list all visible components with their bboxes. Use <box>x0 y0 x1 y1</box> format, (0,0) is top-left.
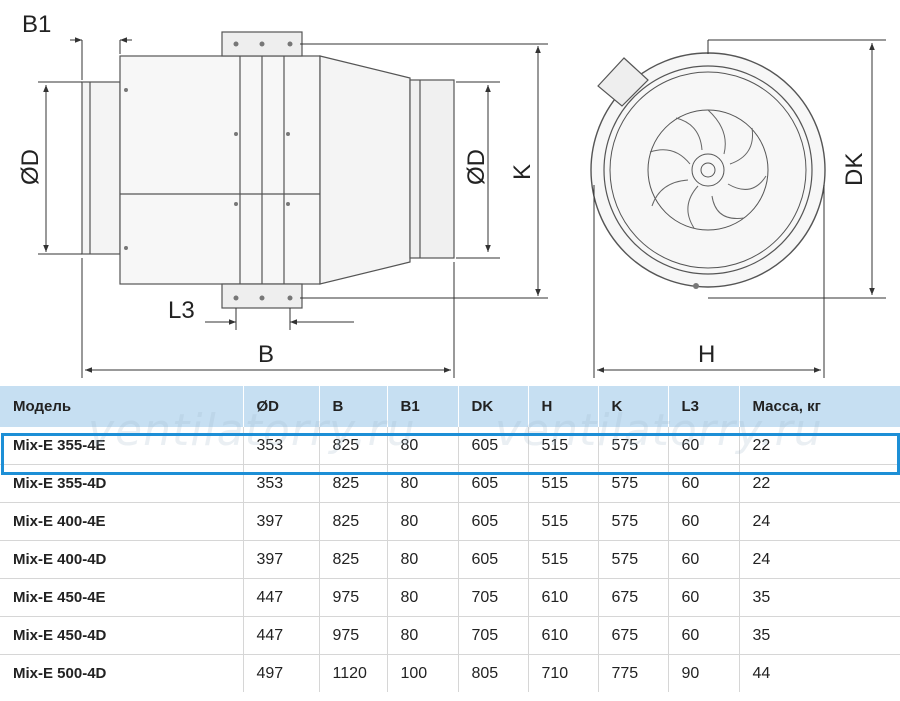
cell-b: 825 <box>318 464 387 503</box>
cell-mass: 35 <box>738 578 900 617</box>
cell-b: 825 <box>318 427 387 465</box>
cell-l3: 60 <box>667 616 739 655</box>
side-dimensions <box>38 37 548 378</box>
side-view <box>81 31 455 309</box>
cell-d: 397 <box>242 502 319 541</box>
cell-k: 575 <box>597 427 668 465</box>
col-header-d: ØD <box>242 386 319 427</box>
table-row: Mix-E 355-4E 353 825 80 605 515 575 60 2… <box>0 427 900 465</box>
cell-l3: 60 <box>667 427 739 465</box>
front-dimensions <box>593 39 886 378</box>
table-row: Mix-E 400-4E 397 825 80 605 515 575 60 2… <box>0 502 900 541</box>
table-row: Mix-E 450-4E 447 975 80 705 610 675 60 3… <box>0 578 900 617</box>
cell-h: 710 <box>527 654 598 692</box>
cell-mass: 24 <box>738 502 900 541</box>
cell-l3: 60 <box>667 540 739 579</box>
cell-dk: 705 <box>457 616 528 655</box>
specs-table: Модель ØD B B1 DK H K L3 Масса, кг Mix-E… <box>0 386 900 692</box>
cell-k: 675 <box>597 616 668 655</box>
cell-model: Mix-E 355-4E <box>13 437 106 454</box>
cell-h: 610 <box>527 616 598 655</box>
label-k: K <box>509 164 536 180</box>
cell-k: 675 <box>597 578 668 617</box>
cell-k: 775 <box>597 654 668 692</box>
cell-k: 575 <box>597 540 668 579</box>
cell-b1: 100 <box>386 654 458 692</box>
cell-b: 825 <box>318 502 387 541</box>
col-header-b1: B1 <box>386 386 458 427</box>
cell-b1: 80 <box>386 578 458 617</box>
col-header-l3: L3 <box>667 386 739 427</box>
table-row: Mix-E 355-4D 353 825 80 605 515 575 60 2… <box>0 464 900 503</box>
cell-d: 397 <box>242 540 319 579</box>
cell-model: Mix-E 500-4D <box>0 654 243 692</box>
col-header-k: K <box>597 386 668 427</box>
cell-dk: 705 <box>457 578 528 617</box>
cell-d: 353 <box>242 427 319 465</box>
cell-l3: 60 <box>667 464 739 503</box>
col-header-mass: Масса, кг <box>738 386 900 427</box>
cell-b1: 80 <box>386 540 458 579</box>
cell-b: 1120 <box>318 654 387 692</box>
label-b: B <box>258 341 274 368</box>
cell-b: 975 <box>318 578 387 617</box>
cell-l3: 60 <box>667 578 739 617</box>
cell-model: Mix-E 355-4D <box>0 464 243 503</box>
cell-d: 447 <box>242 578 319 617</box>
cell-h: 515 <box>527 502 598 541</box>
cell-model: Mix-E 450-4D <box>0 616 243 655</box>
table-row: Mix-E 500-4D 497 1120 100 805 710 775 90… <box>0 654 900 692</box>
cell-mass: 22 <box>738 464 900 503</box>
label-d-right: ØD <box>463 149 490 185</box>
col-header-b: B <box>318 386 387 427</box>
cell-d: 447 <box>242 616 319 655</box>
front-view <box>590 52 826 289</box>
label-dk: DK <box>841 153 868 186</box>
cell-l3: 60 <box>667 502 739 541</box>
label-l3: L3 <box>168 297 195 324</box>
cell-b1: 80 <box>386 616 458 655</box>
fan-technical-drawing: B1 ØD ØD K L3 B DK H <box>17 11 886 378</box>
cell-b1: 80 <box>386 502 458 541</box>
label-d-left: ØD <box>17 149 44 185</box>
col-header-model: Модель <box>0 386 243 427</box>
cell-model: Mix-E 400-4D <box>0 540 243 579</box>
col-header-dk: DK <box>457 386 528 427</box>
cell-b1: 80 <box>386 464 458 503</box>
label-b1: B1 <box>22 11 51 38</box>
cell-h: 515 <box>527 540 598 579</box>
cell-mass: 22 <box>738 427 900 465</box>
cell-d: 353 <box>242 464 319 503</box>
label-h: H <box>698 341 715 368</box>
cell-dk: 605 <box>457 502 528 541</box>
cell-mass: 24 <box>738 540 900 579</box>
cell-mass: 44 <box>738 654 900 692</box>
cell-dk: 805 <box>457 654 528 692</box>
col-header-h: H <box>527 386 598 427</box>
cell-l3: 90 <box>667 654 739 692</box>
cell-h: 610 <box>527 578 598 617</box>
table-header: Модель ØD B B1 DK H K L3 Масса, кг <box>0 386 900 427</box>
cell-dk: 605 <box>457 427 528 465</box>
cell-dk: 605 <box>457 540 528 579</box>
cell-b: 825 <box>318 540 387 579</box>
cell-d: 497 <box>242 654 319 692</box>
cell-b1: 80 <box>386 427 458 465</box>
cell-k: 575 <box>597 502 668 541</box>
cell-h: 515 <box>527 464 598 503</box>
cell-h: 515 <box>527 427 598 465</box>
cell-b: 975 <box>318 616 387 655</box>
cell-mass: 35 <box>738 616 900 655</box>
table-row: Mix-E 400-4D 397 825 80 605 515 575 60 2… <box>0 540 900 579</box>
table-row: Mix-E 450-4D 447 975 80 705 610 675 60 3… <box>0 616 900 655</box>
cell-k: 575 <box>597 464 668 503</box>
cell-model: Mix-E 450-4E <box>0 578 243 617</box>
cell-dk: 605 <box>457 464 528 503</box>
cell-model: Mix-E 400-4E <box>0 502 243 541</box>
